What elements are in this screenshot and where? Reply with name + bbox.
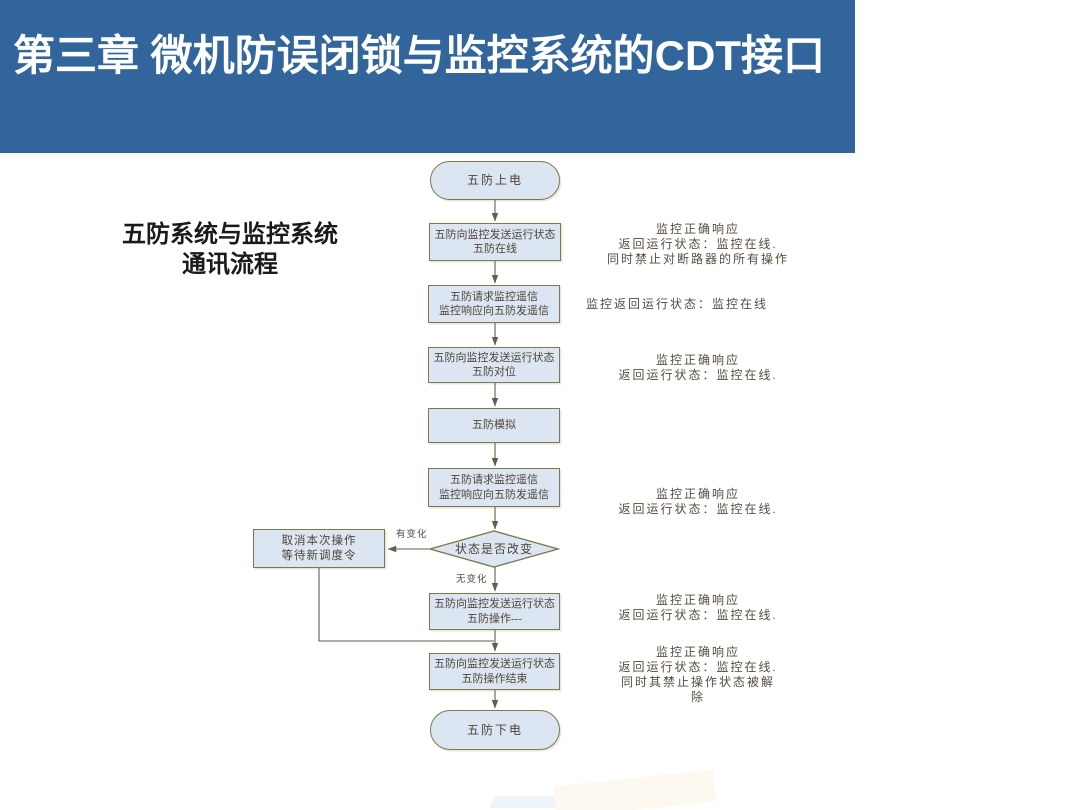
note-align-response: 监控正确响应 返回运行状态：监控在线. bbox=[618, 353, 778, 382]
edge-label-unchanged: 无变化 bbox=[456, 575, 488, 585]
flow-node-operate-end: 五防向监控发送运行状态 五防操作结束 bbox=[429, 653, 560, 690]
flow-node-cancel: 取消本次操作 等待新调度令 bbox=[253, 529, 385, 568]
flow-node-operate: 五防向监控发送运行状态 五防操作--- bbox=[429, 593, 560, 630]
note-online-response: 监控正确响应 返回运行状态：监控在线. 同时禁止对断路器的所有操作 bbox=[606, 222, 789, 266]
note-telemetry-response-1: 监控返回运行状态：监控在线 bbox=[586, 297, 769, 311]
note-telemetry-response-2: 监控正确响应 返回运行状态：监控在线. bbox=[618, 487, 778, 516]
slide-title: 第三章 微机防误闭锁与监控系统的CDT接口 bbox=[13, 32, 825, 79]
diagram-caption: 五防系统与监控系统 通讯流程 bbox=[122, 221, 338, 278]
flow-node-start: 五防上电 bbox=[430, 161, 560, 200]
title-banner: 第三章 微机防误闭锁与监控系统的CDT接口 bbox=[0, 0, 855, 153]
flow-node-request-telemetry-2: 五防请求监控遥信 监控响应向五防发遥信 bbox=[428, 468, 560, 507]
flow-node-end: 五防下电 bbox=[430, 710, 560, 750]
flow-node-simulate: 五防模拟 bbox=[428, 408, 560, 443]
flow-node-request-telemetry-1: 五防请求监控遥信 监控响应向五防发遥信 bbox=[428, 285, 560, 323]
edge-label-changed: 有变化 bbox=[396, 530, 428, 540]
flow-node-send-align: 五防向监控发送运行状态 五防对位 bbox=[428, 347, 560, 383]
flow-node-send-online: 五防向监控发送运行状态 五防在线 bbox=[429, 223, 561, 261]
note-operate-response: 监控正确响应 返回运行状态：监控在线. bbox=[618, 593, 778, 622]
watermark-fragment-cream bbox=[553, 769, 717, 810]
note-operate-end-response: 监控正确响应 返回运行状态：监控在线. 同时其禁止操作状态被解 除 bbox=[618, 645, 778, 704]
flow-node-decision: 状态是否改变 bbox=[454, 541, 533, 556]
